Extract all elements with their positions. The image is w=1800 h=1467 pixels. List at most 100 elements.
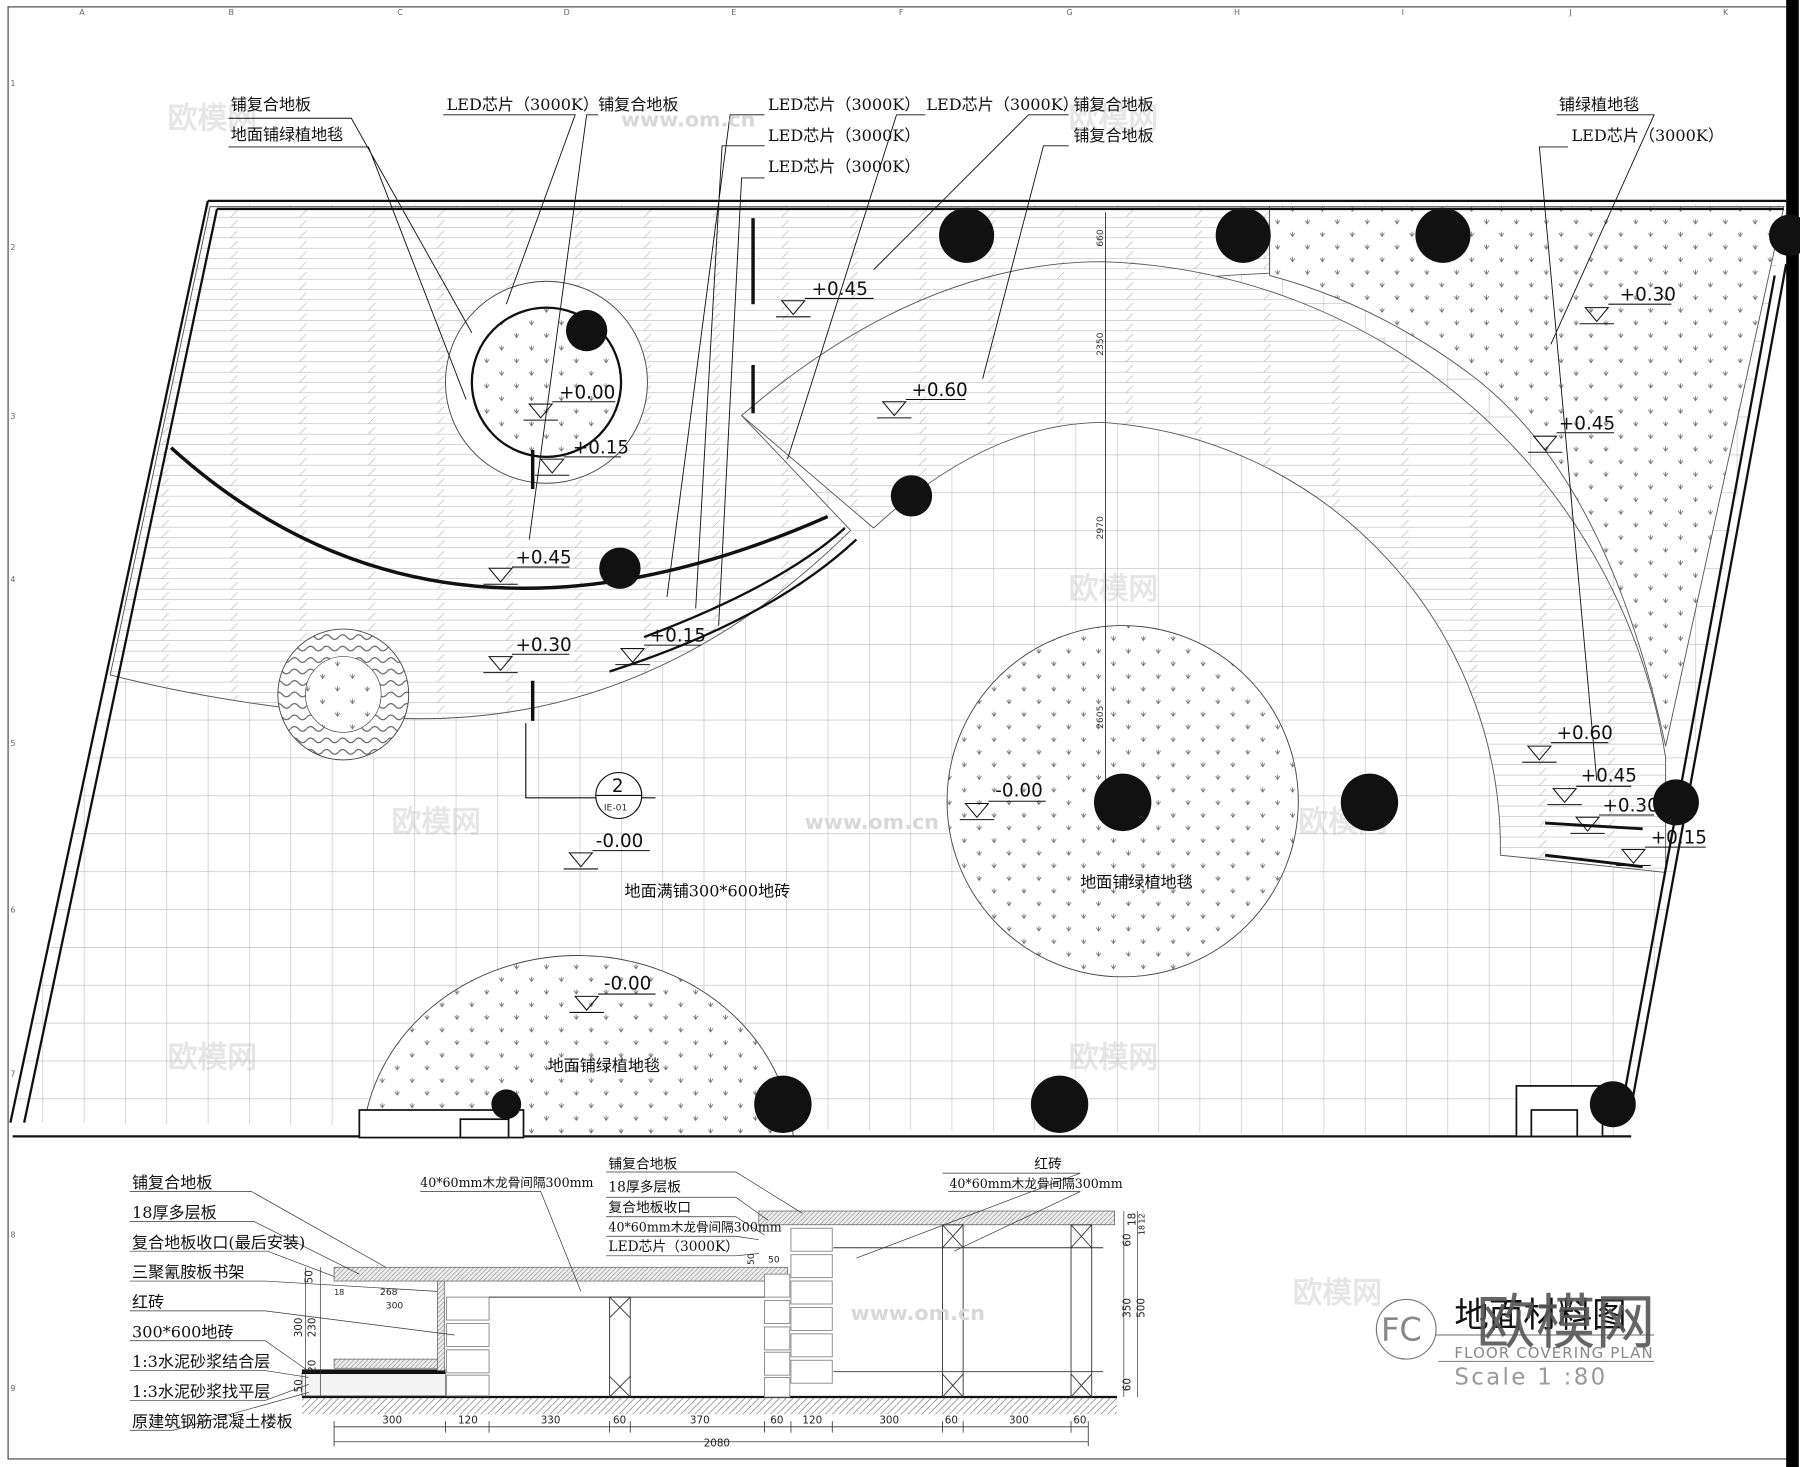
section-label: 原建筑钢筋混凝土楼板 <box>132 1412 293 1431</box>
dimension: 60 <box>770 1414 783 1426</box>
watermark-large: 欧模网 <box>1476 1289 1655 1358</box>
label-led: LED芯片（3000K） <box>768 95 920 114</box>
section-label-joist: 40*60mm木龙骨间隔300mm <box>949 1176 1122 1191</box>
lamp-icon <box>1653 779 1699 826</box>
elevation-label: +0.30 <box>1603 796 1659 817</box>
dimension: 300 <box>382 1414 402 1426</box>
lamp-icon <box>1768 214 1800 256</box>
section-label: 三聚氰胺板书架 <box>132 1263 244 1282</box>
grid-row: 4 <box>10 575 15 584</box>
lamp-icon <box>939 207 995 263</box>
title-underline <box>1436 1334 1655 1362</box>
section-label-brick: 红砖 <box>1034 1157 1062 1173</box>
led-strip-step-1 <box>643 527 846 639</box>
dimension: 60 <box>1122 1233 1134 1246</box>
desk-left-inner <box>459 1118 510 1139</box>
watermark-url: www.om.cn <box>805 810 939 834</box>
floor-plan: 660 2350 2970 2605 2 IE-01 <box>9 199 1800 1139</box>
grid-row: 7 <box>10 1070 15 1079</box>
dimension: 12 <box>1138 1213 1147 1223</box>
sheet-edge-bar <box>1786 0 1799 1467</box>
dimension: 60 <box>945 1414 958 1426</box>
grid-col: I <box>1402 8 1404 17</box>
drawing-scale: Scale 1 :80 <box>1454 1364 1607 1390</box>
elevation-label: -0.00 <box>995 781 1043 802</box>
elevation-marks <box>483 297 1706 1013</box>
elevation-label: +0.30 <box>515 635 571 656</box>
section-label: 300*600地砖 <box>132 1322 233 1341</box>
lamp-icon <box>1589 1081 1636 1128</box>
wall-outline <box>9 199 1788 1138</box>
dimension: 300 <box>293 1318 305 1338</box>
drawing-title-block: FC 地面材料图 FLOOR COVERING PLAN Scale 1 :80… <box>1375 1289 1655 1390</box>
dimension-total: 2080 <box>704 1437 730 1449</box>
dimension: 50 <box>293 1379 305 1392</box>
label-composite-floor: 铺复合地板 <box>1073 126 1153 145</box>
grid-col: F <box>899 8 904 17</box>
section-leaders <box>129 1171 1081 1431</box>
dimension: 120 <box>802 1414 822 1426</box>
elevation-label: +0.60 <box>911 380 967 401</box>
dimension: 500 <box>1136 1298 1148 1318</box>
grid-col: B <box>228 8 234 17</box>
shelf-bottom <box>333 1358 444 1369</box>
lamp-icon <box>599 547 641 589</box>
dimension: 50 <box>768 1255 780 1266</box>
desk-right-inner <box>1530 1109 1579 1138</box>
grid-col: H <box>1234 8 1240 17</box>
dimension: 60 <box>1073 1414 1086 1426</box>
section-label: 复合地板收口 <box>608 1199 691 1216</box>
dimension: 50 <box>746 1253 757 1265</box>
led-strip-step-2 <box>609 538 858 673</box>
label-green-carpet: 地面铺绿植地毯 <box>548 1056 660 1075</box>
grid-row: 1 <box>10 79 15 88</box>
grid-row: 2 <box>10 243 15 252</box>
grid-col: K <box>1723 8 1729 17</box>
mortar-layer <box>301 1372 446 1397</box>
dimension: 50 <box>303 1270 315 1283</box>
section-callout-sheet: IE-01 <box>604 802 627 813</box>
material-labels <box>228 114 1655 781</box>
watermark: 欧模网 <box>1293 1276 1382 1311</box>
label-green-carpet: 铺绿植地毯 <box>1559 95 1639 114</box>
drawing-title: 地面材料图 <box>1454 1296 1626 1336</box>
dimension: 18 <box>1138 1225 1147 1235</box>
label-composite-floor: 铺复合地板 <box>1073 95 1153 114</box>
label-composite-floor: 铺复合地板 <box>231 95 311 114</box>
grid-column-labels: A B C D E F G H I J K <box>79 8 1729 17</box>
wood-floor-ring <box>740 261 1667 873</box>
dimension: 230 <box>307 1318 319 1338</box>
label-led: LED芯片（3000K） <box>1572 126 1724 145</box>
lower-floor-board <box>333 1266 788 1282</box>
title-symbol-circle <box>1375 1298 1437 1360</box>
elevation-label: +0.45 <box>1581 766 1637 787</box>
dimension: 300 <box>879 1414 899 1426</box>
lamp-icon <box>754 1075 812 1133</box>
elevation-label: +0.15 <box>650 626 706 647</box>
led-strip-curve <box>169 446 829 590</box>
elevation-label: +0.45 <box>515 548 571 569</box>
lamp-icon <box>491 1089 522 1120</box>
wood-joists <box>489 1224 1104 1398</box>
section-label: 18厚多层板 <box>608 1179 681 1196</box>
dimension: 268 <box>380 1287 398 1298</box>
label-green-carpet: 地面铺绿植地毯 <box>231 125 343 144</box>
elevation-label: +0.45 <box>1559 413 1615 434</box>
label-led: LED芯片（3000K） <box>447 95 599 114</box>
elevation-label: -0.00 <box>596 831 644 852</box>
section-label: LED芯片（3000K） <box>608 1239 739 1255</box>
brick-column <box>446 1227 833 1398</box>
lamp-icon <box>890 475 933 517</box>
grid-row: 9 <box>10 1384 15 1393</box>
dimension: 18 <box>1126 1213 1138 1226</box>
grid-col: A <box>79 8 85 17</box>
elevation-label: +0.30 <box>1620 285 1676 306</box>
drawing-title-en: FLOOR COVERING PLAN <box>1454 1344 1653 1362</box>
label-led: LED芯片（3000K） <box>926 95 1078 114</box>
dimension: 300 <box>386 1301 404 1312</box>
elevation-label: -0.00 <box>604 973 652 994</box>
title-symbol: FC <box>1381 1311 1422 1349</box>
watermark-urls: www.om.cn www.om.cn www.om.cn <box>621 107 985 1325</box>
grid-row: 6 <box>10 906 15 915</box>
watermark-url: www.om.cn <box>851 1301 985 1325</box>
